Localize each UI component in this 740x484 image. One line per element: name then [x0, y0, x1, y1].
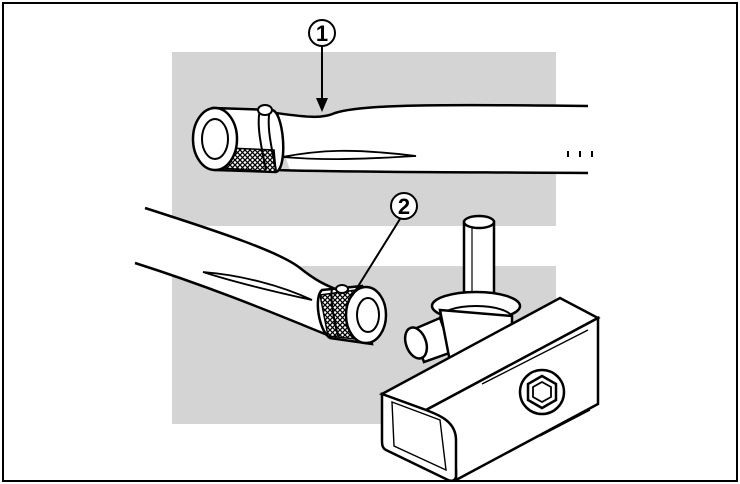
crimp-ferrule-icon — [191, 104, 285, 174]
callout-1: 1 — [308, 19, 336, 112]
lower-hose-flat — [202, 271, 313, 301]
callout-2: 2 — [351, 192, 418, 297]
callout-1-label: 1 — [316, 21, 328, 46]
upper-hose-bottom-line — [275, 168, 589, 175]
callout-2-label: 2 — [398, 194, 410, 219]
upper-hose-top-line — [267, 103, 589, 119]
lower-hose-top-line — [144, 206, 339, 292]
crimp-ferrule-icon — [316, 284, 388, 346]
lower-hose-assembly — [134, 206, 388, 346]
upper-hose-flat — [281, 149, 417, 161]
lower-hose-bottom-line — [134, 261, 331, 338]
upper-hose-assembly — [191, 103, 593, 175]
lower-hose-body — [135, 208, 338, 336]
hex-bolt-icon — [518, 368, 566, 416]
square-bar-icon — [378, 296, 601, 483]
